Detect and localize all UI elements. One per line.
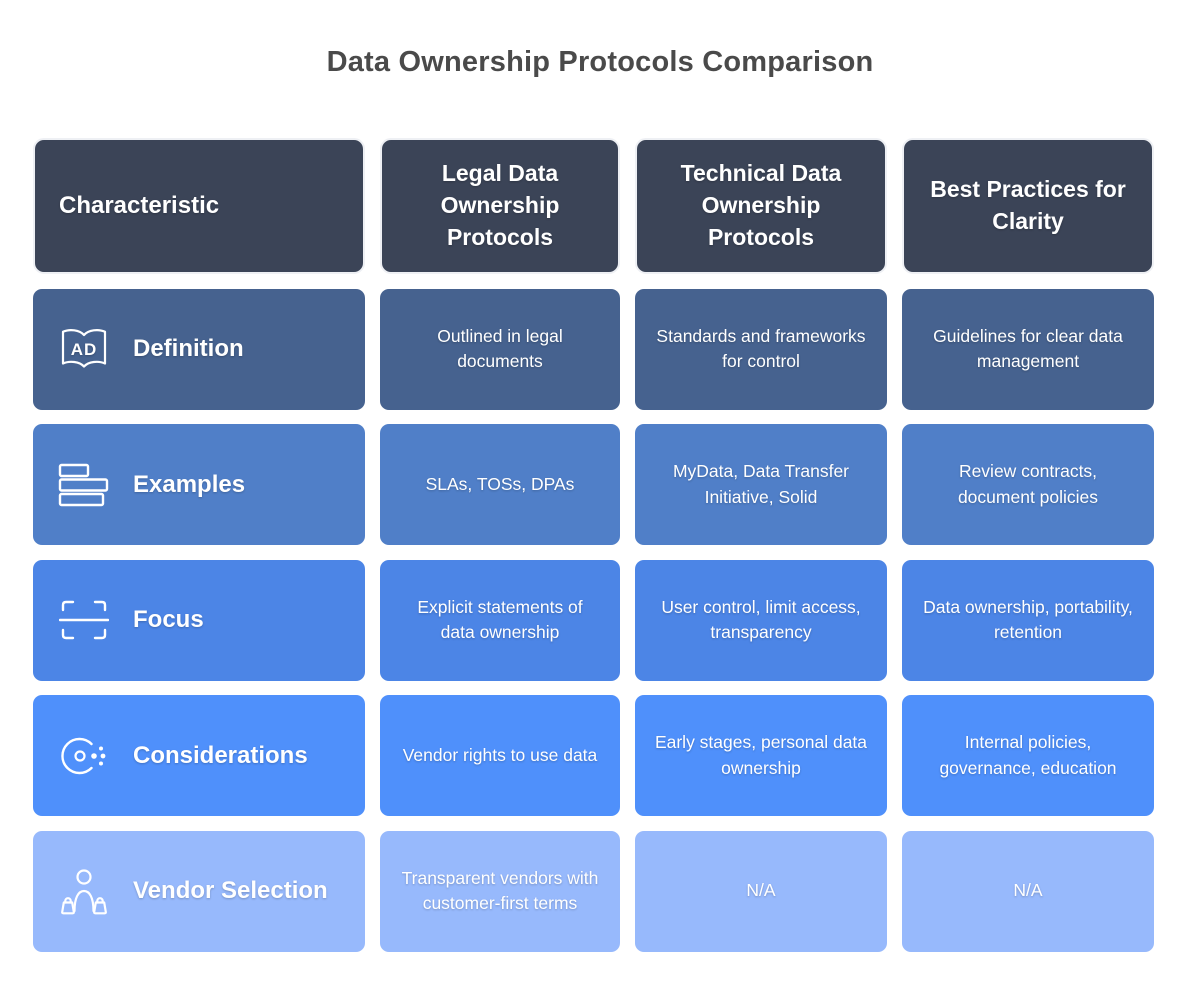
- cell-considerations-best: Internal policies, governance, education: [902, 695, 1154, 816]
- cell-focus-technical: User control, limit access, transparency: [635, 559, 887, 681]
- cell-focus-best: Data ownership, portability, retention: [902, 559, 1154, 681]
- cell-examples-legal: SLAs, TOSs, DPAs: [380, 424, 620, 545]
- cell-vendor-legal: Transparent vendors with customer-first …: [380, 830, 620, 952]
- svg-text:AD: AD: [71, 340, 98, 359]
- row-label-definition: AD Definition: [33, 288, 365, 410]
- page-title: Data Ownership Protocols Comparison: [326, 46, 874, 78]
- row-label-vendor-selection: Vendor Selection: [33, 830, 365, 952]
- header-best-practices: Best Practices for Clarity: [902, 138, 1154, 274]
- row-label-considerations: Considerations: [33, 695, 365, 816]
- comparison-table: Characteristic Legal Data Ownership Prot…: [33, 138, 1154, 952]
- cell-definition-legal: Outlined in legal documents: [380, 288, 620, 410]
- radar-scan-icon: [57, 732, 111, 780]
- row-label-text: Considerations: [133, 741, 308, 769]
- row-label-text: Examples: [133, 470, 246, 498]
- focus-frame-icon: [57, 596, 111, 644]
- row-label-focus: Focus: [33, 559, 365, 681]
- header-technical-protocols: Technical Data Ownership Protocols: [635, 138, 887, 274]
- header-legal-protocols: Legal Data Ownership Protocols: [380, 138, 620, 274]
- cell-definition-best: Guidelines for clear data management: [902, 288, 1154, 410]
- row-label-text: Definition: [133, 335, 244, 362]
- row-label-text: Vendor Selection: [133, 877, 328, 904]
- cell-examples-technical: MyData, Data Transfer Initiative, Solid: [635, 424, 887, 545]
- open-book-ad-icon: AD: [57, 325, 111, 373]
- cell-vendor-technical: N/A: [635, 830, 887, 952]
- header-characteristic: Characteristic: [33, 138, 365, 274]
- shopper-person-icon: [57, 867, 111, 915]
- cell-considerations-legal: Vendor rights to use data: [380, 695, 620, 816]
- cell-vendor-best: N/A: [902, 830, 1154, 952]
- row-label-examples: Examples: [33, 424, 365, 545]
- row-label-text: Focus: [133, 606, 204, 633]
- cell-definition-technical: Standards and frameworks for control: [635, 288, 887, 410]
- cell-focus-legal: Explicit statements of data ownership: [380, 559, 620, 681]
- cell-considerations-technical: Early stages, personal data ownership: [635, 695, 887, 816]
- stacked-bars-icon: [57, 461, 111, 509]
- cell-examples-best: Review contracts, document policies: [902, 424, 1154, 545]
